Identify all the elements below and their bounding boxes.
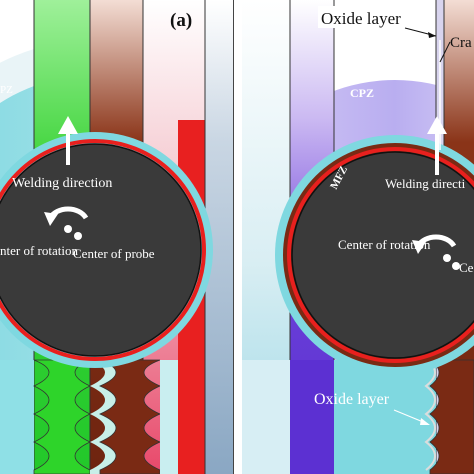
- panel-b-oxide-bottom-pointer-head: [420, 418, 430, 425]
- panel-b-oxide-layer-top-label: Oxide layer: [321, 9, 401, 28]
- panel-b-oxide-pointer-head: [428, 32, 436, 38]
- panel-b-crack-pointer: [439, 41, 451, 63]
- panel-a-center-of-probe-label: Center of probe: [73, 246, 155, 261]
- panel-b-oxide-layer-bottom-label: Oxide layer: [314, 391, 390, 408]
- panel-b-cpz-label: CPZ: [350, 86, 374, 100]
- panel-b-crack-label: Cra: [450, 35, 472, 51]
- panel-b-center-of-rotation-label: Center of rotation: [338, 237, 431, 252]
- panel-a-rotation-icon: [44, 206, 89, 240]
- panel-b: CPZ MFZ Welding directi Center of rotati…: [242, 0, 474, 474]
- panel-b-welding-direction-label: Welding directi: [385, 176, 466, 191]
- panel-b-welding-arrow: [427, 116, 447, 175]
- panel-a-onion-rings: [0, 359, 178, 474]
- panel-a-welding-arrow: [58, 116, 78, 165]
- panel-b-oxide-top-box: [318, 6, 418, 28]
- panel-separator: [233, 0, 242, 474]
- panel-b-onion-rings: [242, 359, 474, 474]
- panel-a: PZ Welding direction nter of rotation Ce…: [0, 0, 233, 474]
- panel-b-center-of-probe-label: Ce: [459, 260, 474, 275]
- panel-a-tag: (a): [170, 10, 192, 31]
- panel-a-red-ring: [0, 139, 206, 361]
- panel-b-rotation-icon: [412, 234, 460, 270]
- panel-b-probe: [291, 151, 474, 359]
- panel-b-red-ring: [287, 147, 474, 363]
- panel-a-pz-label: PZ: [0, 84, 13, 96]
- panel-a-welding-direction-label: Welding direction: [12, 176, 112, 191]
- panel-a-center-of-rotation-label: nter of rotation: [0, 243, 78, 258]
- panel-a-probe: [0, 143, 202, 357]
